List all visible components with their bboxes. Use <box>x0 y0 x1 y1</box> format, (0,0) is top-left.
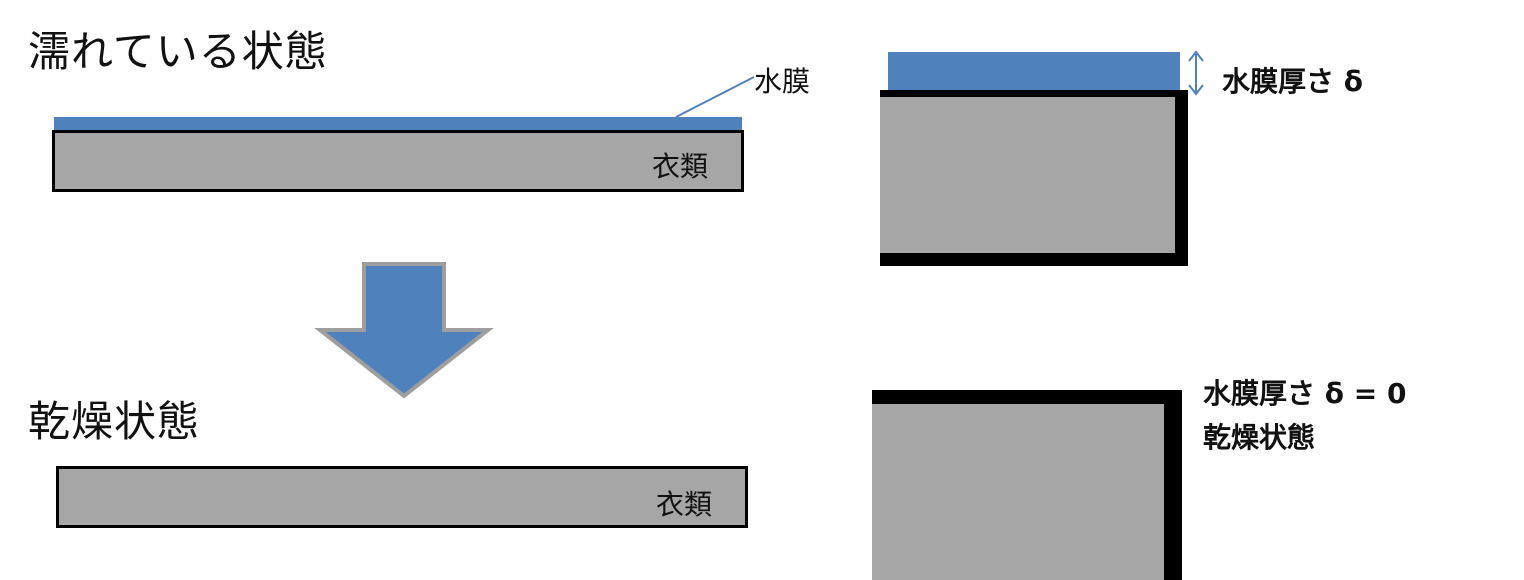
thickness-label: 水膜厚さ δ <box>1222 65 1363 98</box>
closeup-wet-fabric <box>880 90 1188 266</box>
dry-fabric <box>56 466 748 528</box>
down-arrow-icon <box>314 262 494 399</box>
wet-water-film <box>54 117 742 131</box>
film-callout-line <box>675 76 755 118</box>
dry-thickness-label: 水膜厚さ δ = 0 <box>1203 377 1407 410</box>
wet-fabric-label: 衣類 <box>652 150 709 183</box>
double-arrow-icon <box>1188 50 1204 96</box>
dry-state-label: 乾燥状態 <box>1203 421 1316 454</box>
water-film-label: 水膜 <box>754 65 811 98</box>
closeup-dry-fabric <box>872 390 1182 580</box>
dry-state-title: 乾燥状態 <box>28 397 201 446</box>
dry-fabric-label: 衣類 <box>656 488 713 521</box>
closeup-water-film <box>888 52 1180 94</box>
wet-fabric <box>52 130 744 192</box>
wet-state-title: 濡れている状態 <box>28 27 328 76</box>
